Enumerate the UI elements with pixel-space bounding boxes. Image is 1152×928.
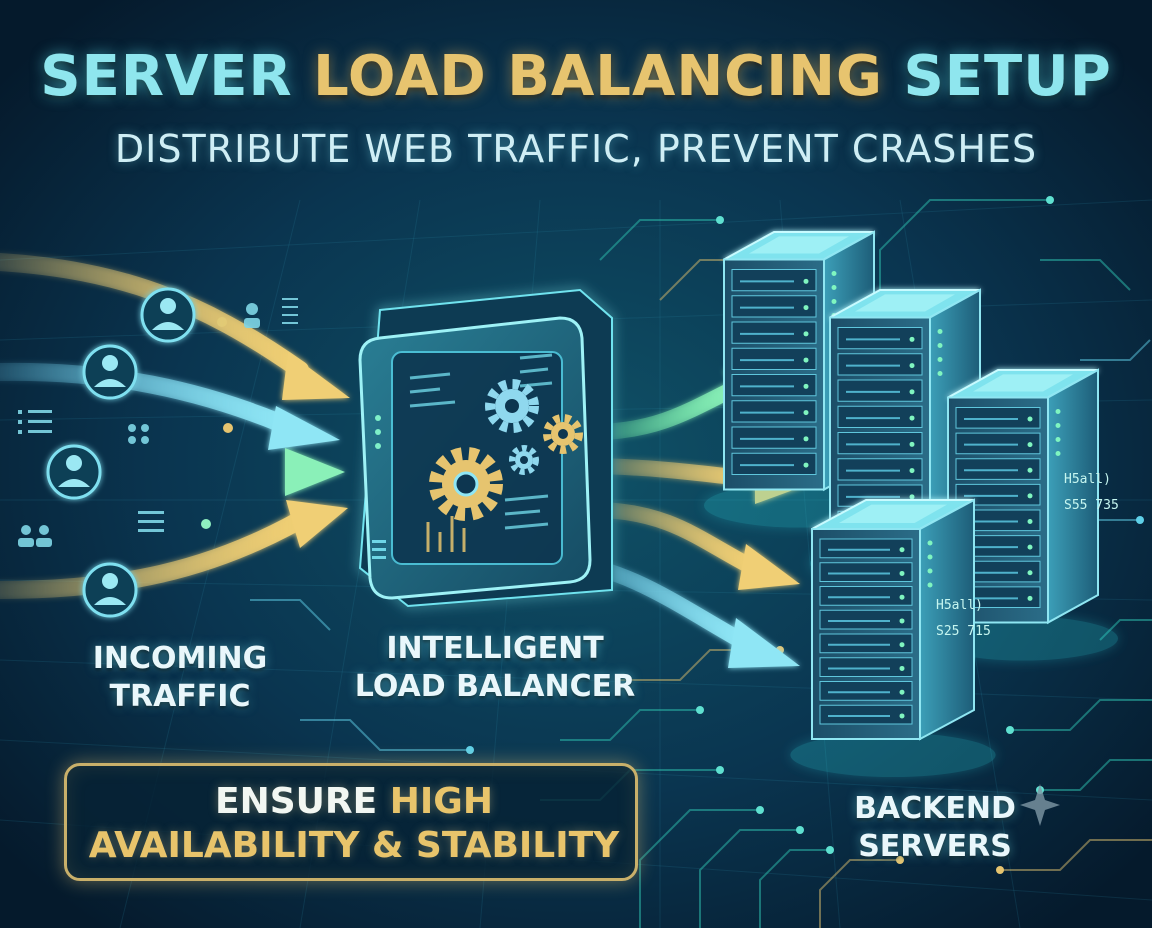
traffic-data-glyphs: [18, 298, 298, 547]
arrowhead-gold-bottom: [286, 500, 348, 548]
user-icon: [140, 287, 196, 343]
gear-icon: [543, 414, 583, 454]
load-balancer-device: [358, 288, 613, 608]
server-status-text: S55 735: [1064, 498, 1119, 513]
load-balancer-label: INTELLIGENT LOAD BALANCER: [354, 631, 636, 704]
arrowhead-out-blue: [728, 618, 800, 668]
status-lights: [375, 415, 381, 449]
gear-icon: [429, 447, 503, 521]
incoming-traffic-label: INCOMING TRAFFIC: [92, 641, 268, 714]
server-status-text: H5all): [1064, 472, 1111, 487]
gear-icon: [485, 379, 539, 433]
user-icon: [46, 444, 102, 500]
page-title: SERVER LOAD BALANCING SETUP: [40, 44, 1112, 109]
server-status-text: S25 715: [936, 624, 991, 639]
user-icon: [82, 344, 138, 400]
user-avatars: [46, 287, 196, 618]
outgoing-arrow-green: [592, 380, 743, 440]
server-tower: H5all) S25 715: [790, 498, 996, 777]
arrowhead-gold-top: [282, 352, 350, 400]
incoming-arrow-gold-bottom: [0, 511, 309, 599]
gear-icon: [509, 445, 539, 475]
backend-servers-label: BACKEND SERVERS: [854, 791, 1016, 864]
incoming-arrow-blue: [0, 362, 294, 434]
page-subtitle: DISTRIBUTE WEB TRAFFIC, PREVENT CRASHES: [114, 127, 1038, 171]
incoming-arrows: [0, 253, 350, 599]
user-icon: [82, 562, 138, 618]
arrowhead-out-gold-low: [738, 544, 800, 590]
sparkle-icon: [1020, 784, 1060, 826]
server-status-text: H5all): [936, 598, 983, 613]
arrowhead-green: [285, 448, 345, 496]
outgoing-arrow-gold-low: [592, 502, 758, 574]
arrowhead-blue: [268, 406, 340, 450]
